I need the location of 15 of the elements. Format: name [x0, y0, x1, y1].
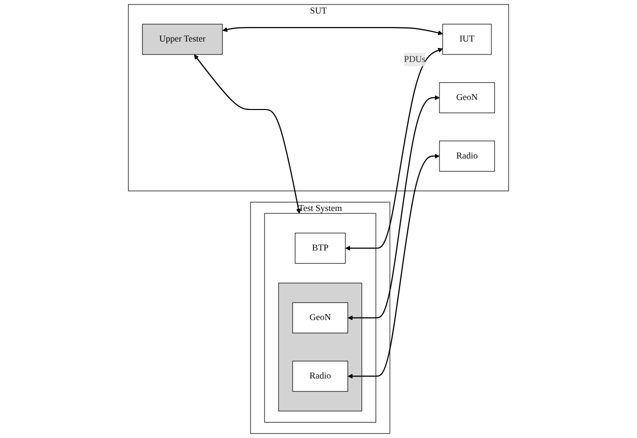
edge-label: PDUs	[404, 54, 426, 64]
node-box: Radio	[439, 140, 495, 172]
node-box: Upper Tester	[142, 24, 223, 55]
node-box: GeoN	[292, 302, 348, 334]
arrow	[348, 154, 440, 379]
node-box: IUT	[442, 24, 492, 55]
node-box: GeoN	[439, 82, 495, 114]
arrow	[345, 48, 443, 251]
cluster	[264, 213, 376, 423]
arrow	[194, 54, 301, 214]
cluster	[278, 282, 362, 412]
arrow	[222, 26, 443, 36]
node-box: Radio	[292, 360, 348, 392]
arrow	[348, 95, 440, 320]
node-box: BTP	[294, 232, 346, 264]
